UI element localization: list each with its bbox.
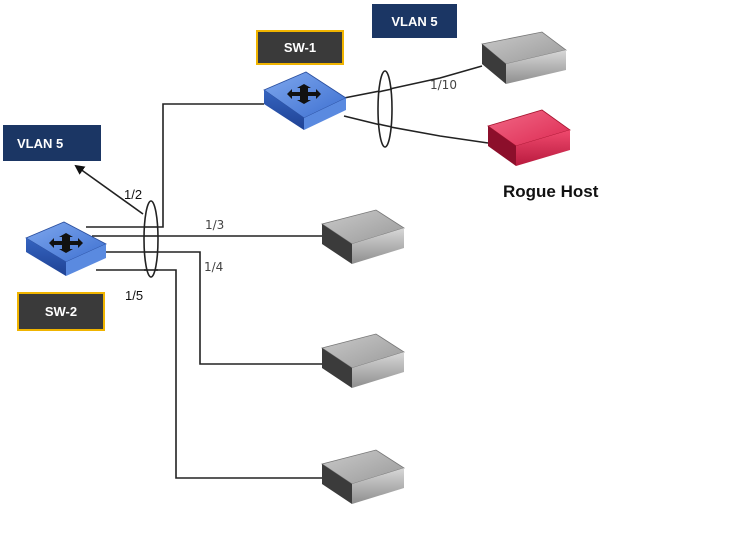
host-1-4[interactable] xyxy=(321,333,405,388)
link-sw1-rogue xyxy=(343,115,489,144)
port-label-1-5: 1/5 xyxy=(125,288,144,303)
link-pass-bottom xyxy=(377,123,393,128)
switch-arrows-icon xyxy=(287,84,321,104)
port-label-1-4: 1/4 xyxy=(204,260,224,274)
switch-sw1[interactable] xyxy=(263,71,347,130)
switch-sw2[interactable] xyxy=(25,221,107,276)
host-1-5[interactable] xyxy=(321,449,405,504)
link-sw2-host-1-5 xyxy=(96,269,322,479)
switch-label-sw2: SW-2 xyxy=(17,292,105,331)
host-1-3[interactable] xyxy=(321,209,405,264)
link-pass-top xyxy=(377,88,393,93)
switch-arrows-icon xyxy=(49,233,83,253)
ellipse-crossings xyxy=(144,226,158,271)
rogue-host-label: Rogue Host xyxy=(503,182,599,201)
port-label-1-2: 1/2 xyxy=(124,187,143,202)
host-top[interactable] xyxy=(481,31,567,84)
link-vlan-arrow xyxy=(74,164,144,215)
etherchannel-sw1-ellipse xyxy=(377,70,393,148)
etherchannel-sw2-ellipse xyxy=(143,200,159,278)
vlan-label-top: VLAN 5 xyxy=(372,4,457,38)
rogue-host[interactable] xyxy=(487,109,571,166)
links xyxy=(74,65,489,479)
vlan-label-left: VLAN 5 xyxy=(3,125,101,161)
port-label-1-3: 1/3 xyxy=(205,218,225,232)
port-label-1-10: 1/10 xyxy=(430,78,457,92)
switch-label-sw1: SW-1 xyxy=(256,30,344,65)
link-sw1-host-top xyxy=(343,65,483,99)
link-sw2-sw1 xyxy=(86,103,264,228)
